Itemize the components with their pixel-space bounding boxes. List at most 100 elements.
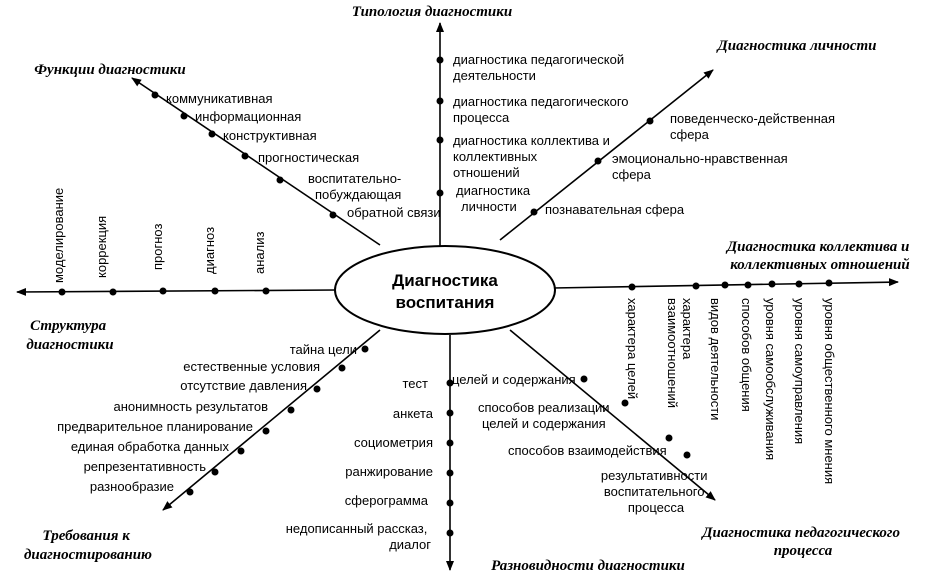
typology-dot: [436, 189, 444, 197]
personality-dot: [646, 117, 654, 125]
structure-dot: [211, 287, 219, 295]
typology-item: диагностика коллектива и коллективных от…: [453, 133, 613, 180]
branch-requirements: Требования к диагностированию тайна цели…: [24, 342, 369, 563]
varieties-title: Разновидности диагностики: [491, 558, 685, 574]
varieties-dot: [446, 469, 454, 477]
functions-dot: [208, 130, 216, 138]
varieties-dot: [446, 409, 454, 417]
requirements-title: Требования к диагностированию: [24, 528, 152, 563]
functions-title: Функции диагностики: [34, 62, 185, 78]
functions-item: воспитательно- побуждающая: [308, 171, 405, 202]
process-axis: [509, 329, 716, 501]
typology-title: Типология диагностики: [352, 4, 512, 20]
process-dot: [665, 434, 673, 442]
varieties-item: сферограмма: [345, 493, 429, 508]
personality-item: эмоционально-нравственная сфера: [612, 151, 791, 182]
collective-item: способов общения: [739, 298, 754, 412]
functions-item: обратной связи: [347, 205, 441, 220]
typology-dot: [436, 97, 444, 105]
varieties-dot: [446, 439, 454, 447]
branch-functions: Функции диагностики коммуникативная инфо…: [34, 62, 440, 220]
functions-axis: [131, 77, 381, 246]
requirements-item: естественные условия: [183, 359, 320, 374]
requirements-item: разнообразие: [90, 479, 174, 494]
requirements-item: тайна цели: [290, 342, 357, 357]
collective-item: видов деятельности: [708, 298, 723, 420]
branch-process: Диагностика педагогического процесса цел…: [452, 372, 903, 559]
requirements-item: репрезентативность: [84, 459, 207, 474]
center-title-line2: воспитания: [396, 293, 495, 312]
structure-dot: [262, 287, 270, 295]
center-title-line1: Диагностика: [392, 271, 498, 290]
requirements-dot: [338, 364, 346, 372]
structure-item: анализ: [252, 232, 267, 274]
requirements-dot: [313, 385, 321, 393]
requirements-dot: [287, 406, 295, 414]
typology-dot: [436, 136, 444, 144]
structure-title: Структура диагностики: [26, 318, 113, 353]
branch-varieties: Разновидности диагностики тест анкета со…: [286, 376, 685, 574]
requirements-dot: [262, 427, 270, 435]
requirements-dot: [237, 447, 245, 455]
collective-dot: [768, 280, 776, 288]
structure-item: прогноз: [150, 223, 165, 270]
requirements-item: единая обработка данных: [71, 439, 230, 454]
structure-dot: [109, 288, 117, 296]
process-item: результативности воспитательного процесс…: [601, 468, 711, 515]
functions-dot: [180, 112, 188, 120]
typology-item: диагностика личности: [456, 183, 534, 214]
structure-item: коррекция: [94, 216, 109, 278]
varieties-item: анкета: [393, 406, 434, 421]
requirements-dot: [186, 488, 194, 496]
varieties-item: социометрия: [354, 435, 433, 450]
process-item: способов взаимодействия: [508, 443, 667, 458]
personality-item: поведенческо-действенная сфера: [670, 111, 839, 142]
collective-dot: [795, 280, 803, 288]
functions-item: конструктивная: [223, 128, 317, 143]
functions-dot: [329, 211, 337, 219]
collective-item: характера целей: [625, 298, 640, 399]
varieties-item: недописанный рассказ, диалог: [286, 521, 432, 552]
collective-dot: [692, 282, 700, 290]
functions-dot: [241, 152, 249, 160]
center-node: Диагностика воспитания: [334, 245, 556, 335]
branch-structure: Структура диагностики моделирование корр…: [26, 188, 270, 353]
structure-dot: [159, 287, 167, 295]
process-dot: [580, 375, 588, 383]
process-title: Диагностика педагогического процесса: [700, 525, 903, 559]
functions-item: прогностическая: [258, 150, 359, 165]
functions-item: коммуникативная: [166, 91, 273, 106]
branch-personality: Диагностика личности поведенческо-действ…: [530, 38, 877, 217]
functions-dot: [276, 176, 284, 184]
structure-item: диагноз: [202, 227, 217, 274]
structure-item: моделирование: [51, 188, 66, 283]
personality-dot: [594, 157, 602, 165]
varieties-item: ранжирование: [345, 464, 433, 479]
varieties-dot: [446, 529, 454, 537]
personality-item: познавательная сфера: [545, 202, 685, 217]
collective-dot: [825, 279, 833, 287]
process-item: способов реализации целей и содержания: [478, 400, 613, 431]
collective-item: уровня общественного мнения: [822, 298, 837, 484]
requirements-item: отсутствие давления: [180, 378, 307, 393]
collective-dot: [628, 283, 636, 291]
branch-typology: Типология диагностики диагностика педаго…: [352, 4, 632, 214]
collective-item: характера взаимоотношений: [665, 298, 695, 408]
varieties-item: тест: [403, 376, 429, 391]
collective-dot: [721, 281, 729, 289]
functions-dot: [151, 91, 159, 99]
personality-dot: [530, 208, 538, 216]
collective-dot: [744, 281, 752, 289]
typology-item: диагностика педагогической деятельности: [453, 52, 628, 83]
collective-item: уровня самоуправления: [792, 298, 807, 444]
process-item: целей и содержания: [452, 372, 576, 387]
requirements-dot: [361, 345, 369, 353]
process-dot: [621, 399, 629, 407]
requirements-item: анонимность результатов: [113, 399, 268, 414]
collective-title: Диагностика коллектива и коллективных от…: [725, 239, 913, 273]
typology-dot: [436, 56, 444, 64]
requirements-item: предварительное планирование: [57, 419, 253, 434]
functions-item: информационная: [195, 109, 301, 124]
typology-item: диагностика педагогического процесса: [453, 94, 632, 125]
